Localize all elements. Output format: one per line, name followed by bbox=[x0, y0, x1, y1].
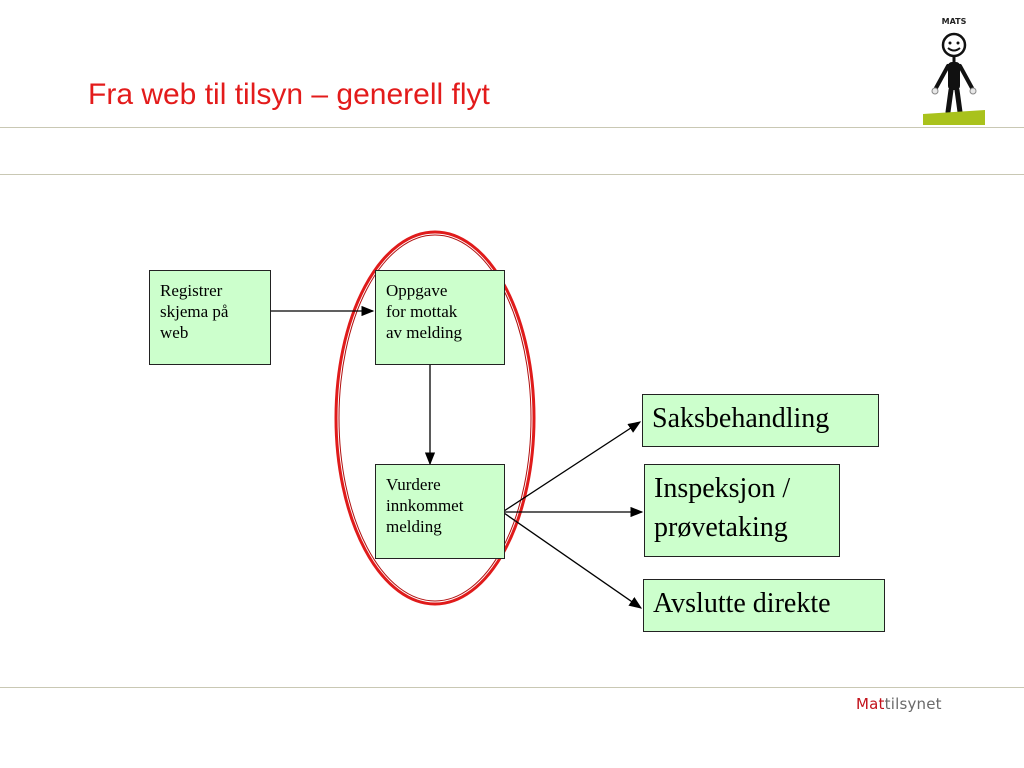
mats-logo: MATS bbox=[923, 12, 985, 125]
node-saksbehandling: Saksbehandling bbox=[642, 394, 879, 447]
logo-label: MATS bbox=[942, 17, 967, 26]
node-saksbehandling-label: Saksbehandling bbox=[652, 403, 830, 434]
node-avslutte-label: Avslutte direkte bbox=[653, 588, 831, 619]
top-divider bbox=[0, 127, 1024, 128]
node-registrer-label: Registrer skjema på web bbox=[160, 281, 229, 342]
brand-part2: tilsynet bbox=[884, 695, 942, 713]
node-oppgave-label: Oppgave for mottak av melding bbox=[386, 281, 463, 342]
arrow-vurdere-to-avslutte bbox=[503, 512, 643, 609]
footer-divider bbox=[0, 687, 1024, 688]
node-inspeksjon-label: Inspeksjon / prøvetaking bbox=[654, 473, 791, 543]
node-registrer: Registrer skjema på web bbox=[149, 270, 271, 365]
brand-part1: Mat bbox=[856, 695, 885, 713]
slide-title: Fra web til tilsyn – generell flyt bbox=[88, 78, 490, 111]
stick-figure-icon: MATS bbox=[923, 17, 985, 125]
node-inspeksjon: Inspeksjon / prøvetaking bbox=[644, 464, 840, 557]
node-oppgave: Oppgave for mottak av melding bbox=[375, 270, 505, 365]
highlight-ellipse bbox=[334, 230, 536, 606]
node-avslutte: Avslutte direkte bbox=[643, 579, 885, 632]
node-vurdere-label: Vurdere innkommet melding bbox=[386, 475, 464, 536]
arrow-vurdere-to-saksbehandling bbox=[503, 421, 642, 512]
header-divider bbox=[0, 174, 1024, 175]
mattilsynet-logo: Mattilsynet bbox=[856, 695, 942, 713]
node-vurdere: Vurdere innkommet melding bbox=[375, 464, 505, 559]
